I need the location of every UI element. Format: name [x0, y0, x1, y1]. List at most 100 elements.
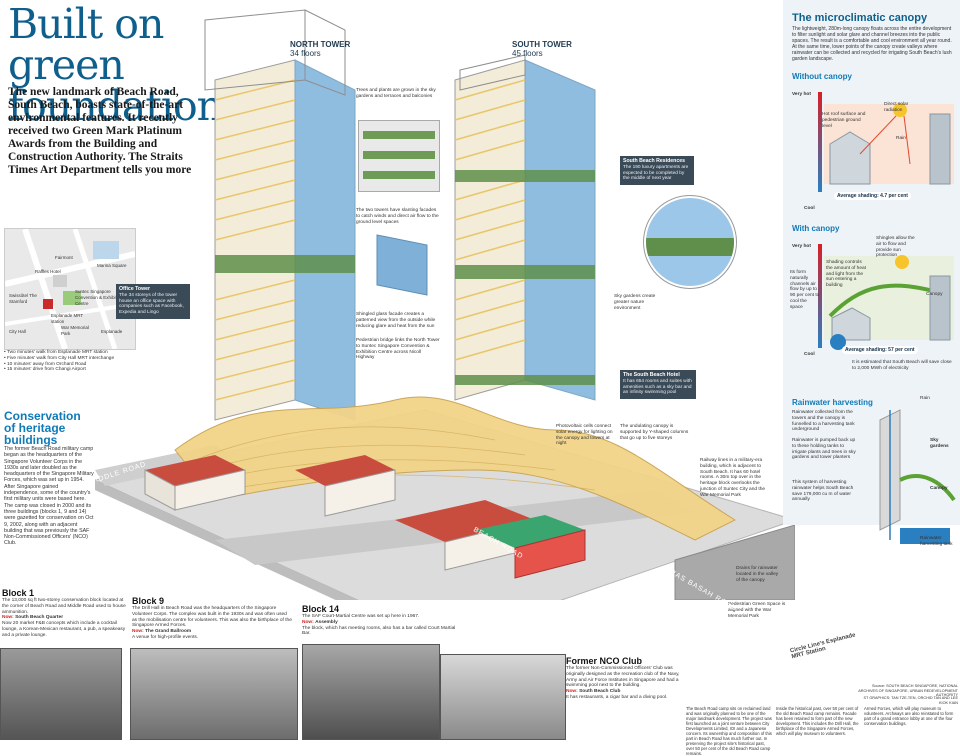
map-label: Esplanade MRT station: [51, 313, 84, 324]
map-label: Swissôtel The Stamford: [9, 293, 37, 304]
canopy-label: Canopy: [930, 486, 948, 491]
railway-callout: Railway lines in a military-era building…: [700, 458, 766, 498]
rainwater-step: This system of harvesting rainwater help…: [792, 480, 854, 503]
map-note: • 10 minutes' away from Orchard Road: [4, 361, 87, 367]
block-now: Now: Assembly: [302, 620, 458, 626]
source-credit: Source: SOUTH BEACH SINGAPORE, NATIONAL …: [858, 684, 958, 698]
block-title: Former NCO Club: [566, 656, 643, 666]
drains-callout: Drains for rainwater located in the vall…: [736, 566, 779, 583]
map-note: • Two minutes' walk from Esplanade MRT s…: [4, 350, 108, 355]
conservation-body: The former Beach Road military camp bega…: [4, 446, 94, 547]
north-tower-label: NORTH TOWER 34 floors: [290, 40, 350, 58]
south-tower-floors: 45 floors: [512, 49, 543, 58]
location-map: Raffles Hotel Suntec Singapore Conventio…: [4, 228, 136, 350]
block-new-text: A venue for high-profile events.: [132, 634, 199, 640]
without-label-direct: Direct solar radiation: [884, 102, 909, 113]
south-tower: [454, 54, 596, 401]
block-text: The former Non-Commissioned Officers' Cl…: [566, 666, 680, 689]
with-label-form: Its form naturally channels air flow by …: [790, 270, 820, 310]
sky-garden-detail-circle: [644, 196, 736, 288]
map-label: Suntec Singapore Convention & Exhibition…: [75, 289, 123, 306]
building-illustration: [95, 9, 795, 600]
former-nco-club: [475, 515, 586, 579]
with-label-canopy: Canopy: [926, 292, 943, 297]
microclimate-title: The microclimatic canopy: [792, 12, 928, 24]
map-label: Fairmont: [55, 255, 73, 260]
rainwater-diagram: [860, 400, 956, 550]
block-new-text: The block, which has meeting rooms, also…: [302, 625, 456, 637]
cells-callout: Photovoltaic cells connect solar energy …: [556, 424, 613, 447]
block-14: Block 14 The SAF Court-Martial Centre wa…: [302, 604, 458, 637]
block-title: Block 14: [302, 604, 340, 614]
graphics-credit: ST GRAPHICS: TAN TZE-TEN, ORCHID TAN AND…: [863, 696, 958, 705]
louvres-callout: The two towers have slanting facades to …: [356, 208, 439, 225]
garden-detail-inset: [358, 120, 440, 192]
map-label: City Hall: [9, 329, 26, 334]
without-label-rain: Rain: [896, 136, 906, 141]
block-now: Now: The Grand Ballroom: [132, 629, 292, 635]
canopy: [174, 396, 737, 541]
block-new-text: Now 20 market F&B concepts which include…: [2, 621, 126, 638]
page-title: Built on green foundations: [8, 0, 243, 130]
now-label: Now:: [2, 615, 14, 621]
sky-gardens-label: Sky gardens: [930, 438, 949, 449]
block-14-photo: [302, 644, 440, 740]
with-label-shingles: Shingles allow the air to flow and provi…: [876, 236, 915, 259]
office-tower-title: Office Tower: [119, 286, 151, 292]
block-1: Block 1 The 13,000 sq ft two-storey cons…: [2, 588, 126, 639]
without-shading: Average shading: 4.7 per cent: [834, 192, 911, 200]
map-note: • 15 minutes' drive from Changi Airport: [4, 367, 86, 373]
green-space-callout: Pedestrian Green Space is aligned with t…: [728, 602, 786, 619]
block-text: The 13,000 sq ft two-storey conservation…: [2, 598, 126, 615]
now-label: Now:: [132, 629, 144, 635]
shingled-callout: Shingled glass facade creates a patterne…: [356, 312, 436, 329]
without-canopy-diagram: [790, 84, 956, 204]
bridge-callout: Pedestrian bridge links the North Tower …: [356, 338, 440, 361]
block-title: Block 1: [2, 588, 35, 598]
block-new-text: It has restaurants, a cigar bar and a di…: [566, 694, 668, 700]
mrt-label: Circle Line's Esplanade MRT Station: [789, 632, 857, 661]
map-note: • Five minutes' walk from City Hall MRT …: [4, 355, 115, 361]
block-1-photo: [0, 648, 122, 740]
without-label-roof: Hot roof surface and pedestrian ground l…: [822, 112, 866, 129]
now-name: South Beach Club: [579, 689, 621, 695]
now-name: The Grand Ballroom: [145, 629, 192, 635]
rainwater-step: Rainwater collected from the towers and …: [792, 410, 855, 433]
block-text: The Drill Hall in Beach Road was the hea…: [132, 606, 292, 629]
north-tower: [204, 9, 356, 421]
canopy-callout: The undulating canopy is supported by Y-…: [620, 424, 689, 441]
block-title: Block 9: [132, 596, 165, 606]
map-notes: • Two minutes' walk from Esplanade MRT s…: [4, 350, 144, 373]
without-canopy-title: Without canopy: [792, 72, 852, 81]
former-nco-club-text: Former NCO Club The former Non-Commissio…: [566, 656, 684, 701]
map-graphic: [5, 229, 135, 349]
office-tower-text: The 34 storeys of the tower house an off…: [119, 292, 184, 316]
hotel-text: It has 654 rooms and suites with ameniti…: [623, 378, 692, 396]
electricity-saving: It is estimated that South Beach will sa…: [852, 360, 952, 371]
bottom-note: Armed Forces, which will play museum to …: [864, 706, 954, 726]
south-residences-title: South Beach Residences: [623, 158, 685, 164]
now-label: Now:: [302, 619, 314, 625]
north-tower-floors: 34 floors: [290, 49, 321, 58]
without-label-cool: Cool: [804, 206, 815, 211]
south-residences-box: South Beach Residences The 190 luxury ap…: [620, 156, 694, 186]
intro-text: The new landmark of Beach Road, South Be…: [8, 86, 192, 176]
with-canopy-diagram: [790, 236, 956, 356]
with-shading: Average shading: 57 per cent: [842, 346, 918, 354]
facade-detail-inset: [372, 230, 432, 300]
sky-gardens-callout: Sky gardens create greater nature enviro…: [614, 294, 656, 311]
south-tower-name: SOUTH TOWER: [512, 40, 572, 49]
south-residences-text: The 190 luxury apartments are expected t…: [623, 164, 689, 182]
rainwater-step: Rainwater is pumped back up to these hol…: [792, 438, 856, 461]
trees-callout: Trees and plants are grown in the sky ga…: [356, 88, 436, 99]
south-tower-label: SOUTH TOWER 45 floors: [512, 40, 572, 58]
nco-club-photo: [440, 654, 566, 740]
block-text: The SAF Court-Martial Centre was set up …: [302, 614, 420, 619]
north-tower-name: NORTH TOWER: [290, 40, 351, 49]
now-name: Assembly: [315, 619, 338, 625]
without-label-very-hot: Very hot: [792, 92, 811, 97]
rain-label: Rain: [920, 396, 930, 401]
with-label-shading: Shading controls the amount of heat and …: [826, 260, 867, 289]
block-9-photo: [130, 648, 298, 740]
hotel-box: The South Beach Hotel It has 654 rooms a…: [620, 370, 696, 400]
